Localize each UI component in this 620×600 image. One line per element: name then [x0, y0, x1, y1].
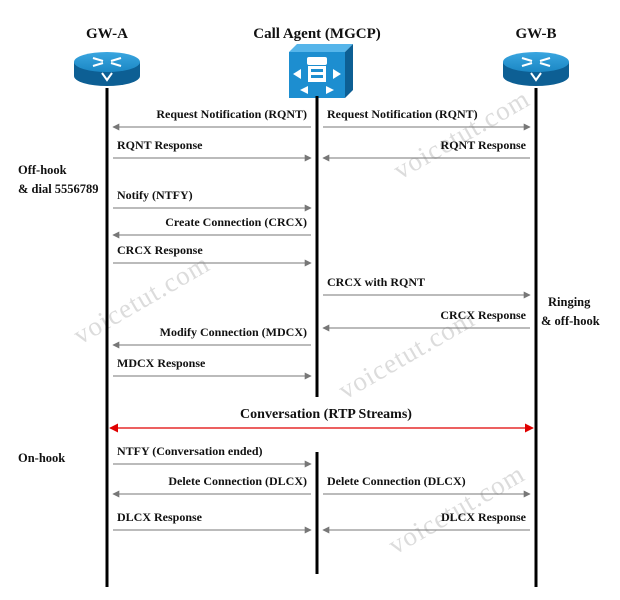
message-label: Request Notification (RQNT): [156, 107, 307, 121]
message-label: Delete Connection (DLCX): [168, 474, 307, 488]
message-label: Modify Connection (MDCX): [160, 325, 307, 339]
message-arrows: Request Notification (RQNT) Request Notif…: [112, 107, 531, 534]
router-icon: [74, 52, 140, 86]
message-label: CRCX Response: [440, 308, 526, 322]
message-label: Notify (NTFY): [117, 188, 193, 202]
gw-b-title: GW-B: [515, 26, 556, 42]
message-label: Request Notification (RQNT): [327, 107, 478, 121]
message-label: CRCX Response: [117, 243, 203, 257]
message-label: Create Connection (CRCX): [165, 215, 307, 229]
call-agent-icon: [289, 44, 353, 98]
message-label: Delete Connection (DLCX): [327, 474, 466, 488]
message-label: RQNT Response: [441, 138, 527, 152]
message-label: RQNT Response: [117, 138, 203, 152]
onhook-note: On-hook: [18, 451, 65, 465]
message-label: NTFY (Conversation ended): [117, 444, 263, 458]
ringing-note: & off-hook: [541, 314, 600, 328]
ringing-note: Ringing: [548, 295, 591, 309]
call-agent-title: Call Agent (MGCP): [253, 26, 380, 42]
message-label: DLCX Response: [441, 510, 527, 524]
conversation-label: Conversation (RTP Streams): [240, 407, 412, 422]
gw-a-title: GW-A: [86, 26, 128, 42]
offhook-note: Off-hook: [18, 163, 67, 177]
message-label: MDCX Response: [117, 356, 206, 370]
watermark-text: voicetut.com: [388, 83, 535, 185]
message-label: CRCX with RQNT: [327, 275, 425, 289]
offhook-note: & dial 5556789: [18, 182, 99, 196]
message-label: DLCX Response: [117, 510, 203, 524]
router-icon: [503, 52, 569, 86]
